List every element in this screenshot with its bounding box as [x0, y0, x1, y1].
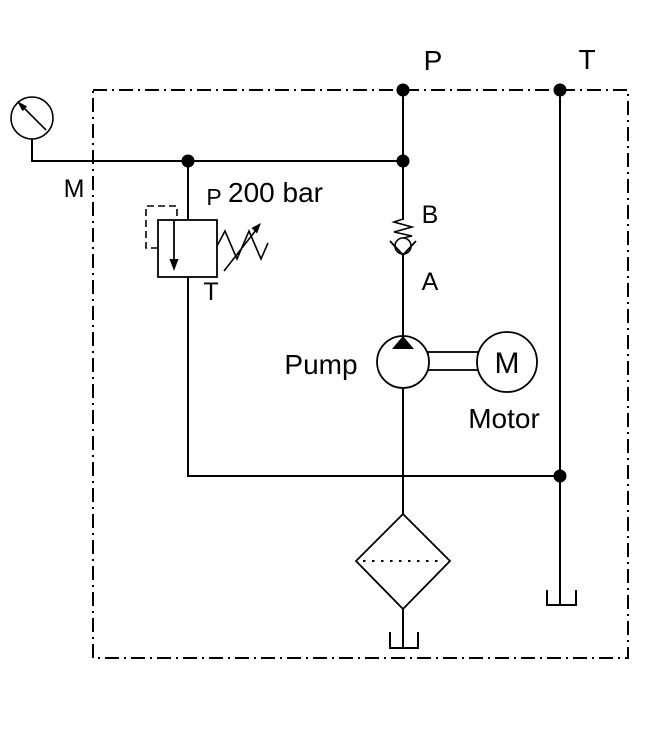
relief-pilot-line-icon — [145, 205, 178, 249]
port-p-dot — [396, 83, 410, 97]
pipe-lines — [31, 90, 561, 647]
relief-port-t-label: T — [203, 278, 218, 306]
gauge-needle-arrowhead-icon — [17, 101, 28, 112]
relief-flow-arrowhead-icon — [169, 259, 179, 271]
check-valve — [389, 218, 417, 257]
t-line-tank-symbol-icon — [546, 590, 577, 606]
relief-spring-icon — [216, 228, 269, 262]
filter-tank-symbol-icon — [389, 632, 419, 649]
check-port-b-label: B — [422, 201, 439, 229]
suction-filter — [354, 512, 452, 611]
gauge-needle-icon — [23, 107, 47, 131]
check-spring-icon — [391, 218, 415, 239]
pressure-gauge — [10, 96, 54, 140]
enclosure-boundary — [92, 89, 629, 659]
relief-adjust-arrow-shaft — [223, 229, 257, 272]
relief-adjust-arrowhead-icon — [251, 223, 261, 234]
check-port-a-label: A — [422, 268, 439, 296]
port-t-label: T — [578, 44, 595, 75]
gauge-body-icon — [10, 96, 54, 140]
motor-circle-icon — [476, 331, 538, 393]
relief-setting-label: 200 bar — [228, 177, 323, 208]
gauge-label: M — [64, 175, 85, 203]
relief-port-p-label: P — [206, 184, 221, 210]
motor-symbol: M — [495, 347, 520, 380]
gauge-tee-dot — [181, 154, 195, 168]
p-tee-dot — [396, 154, 410, 168]
junction-dots — [181, 83, 567, 483]
return-tee-dot — [553, 469, 567, 483]
pump-flow-triangle-icon — [392, 336, 414, 349]
gauge-measure-line — [31, 139, 403, 162]
port-t-dot — [553, 83, 567, 97]
shaft-coupling-icon — [427, 351, 479, 371]
return-line — [187, 277, 560, 477]
check-seat-icon — [389, 240, 417, 257]
pump-unit — [376, 331, 538, 393]
pump-label: Pump — [284, 349, 357, 380]
port-p-label: P — [424, 45, 443, 76]
filter-body-icon — [354, 512, 452, 611]
motor-label: Motor — [468, 403, 540, 434]
check-ball-icon — [394, 237, 412, 255]
relief-valve — [145, 205, 269, 278]
relief-valve-body — [157, 219, 218, 278]
